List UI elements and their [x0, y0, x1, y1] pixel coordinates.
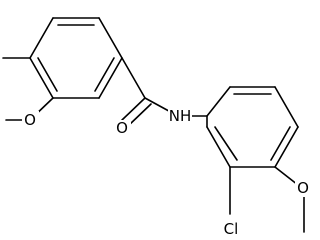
- bond-ring-left: [29, 57, 54, 99]
- bond-ring-right: [274, 126, 299, 168]
- amide-nitrogen-label-bg: [168, 108, 192, 126]
- methoxy-oxygen-right-label-bg: [295, 179, 312, 197]
- bond-ring-left-inner: [37, 57, 58, 92]
- bond-ring-right: [206, 126, 231, 168]
- methoxy-oxygen-left-label: O: [24, 111, 36, 129]
- amide-nitrogen-label: NH: [169, 107, 192, 125]
- methoxy-oxygen-right-label: O: [297, 179, 309, 197]
- bond-ring-right-inner: [214, 126, 238, 161]
- bond-carbonyl-double: [121, 97, 146, 121]
- bond-ring-left-inner: [94, 57, 115, 92]
- bond-ring-right: [274, 86, 299, 128]
- bond-layer: [2, 17, 305, 233]
- amide-oxygen-label-bg: [114, 120, 131, 138]
- bond-aryl-carbonyl: [121, 57, 146, 99]
- bond-ring-left: [98, 57, 123, 99]
- methoxy-oxygen-left-label-bg: [22, 111, 39, 129]
- bond-ring-left: [98, 17, 123, 59]
- atom-label-layer: O NH O O Cl: [22, 107, 312, 238]
- bond-ring-right-inner: [270, 126, 291, 161]
- bond-ring-right: [206, 86, 231, 117]
- bond-carbonyl-double: [127, 103, 152, 127]
- chlorine-label: Cl: [224, 220, 239, 238]
- chlorine-label-bg: [219, 220, 242, 238]
- amide-oxygen-label: O: [116, 119, 128, 137]
- bond-ring-left: [29, 17, 54, 59]
- bond-aryl-methoxy-right: [274, 166, 299, 186]
